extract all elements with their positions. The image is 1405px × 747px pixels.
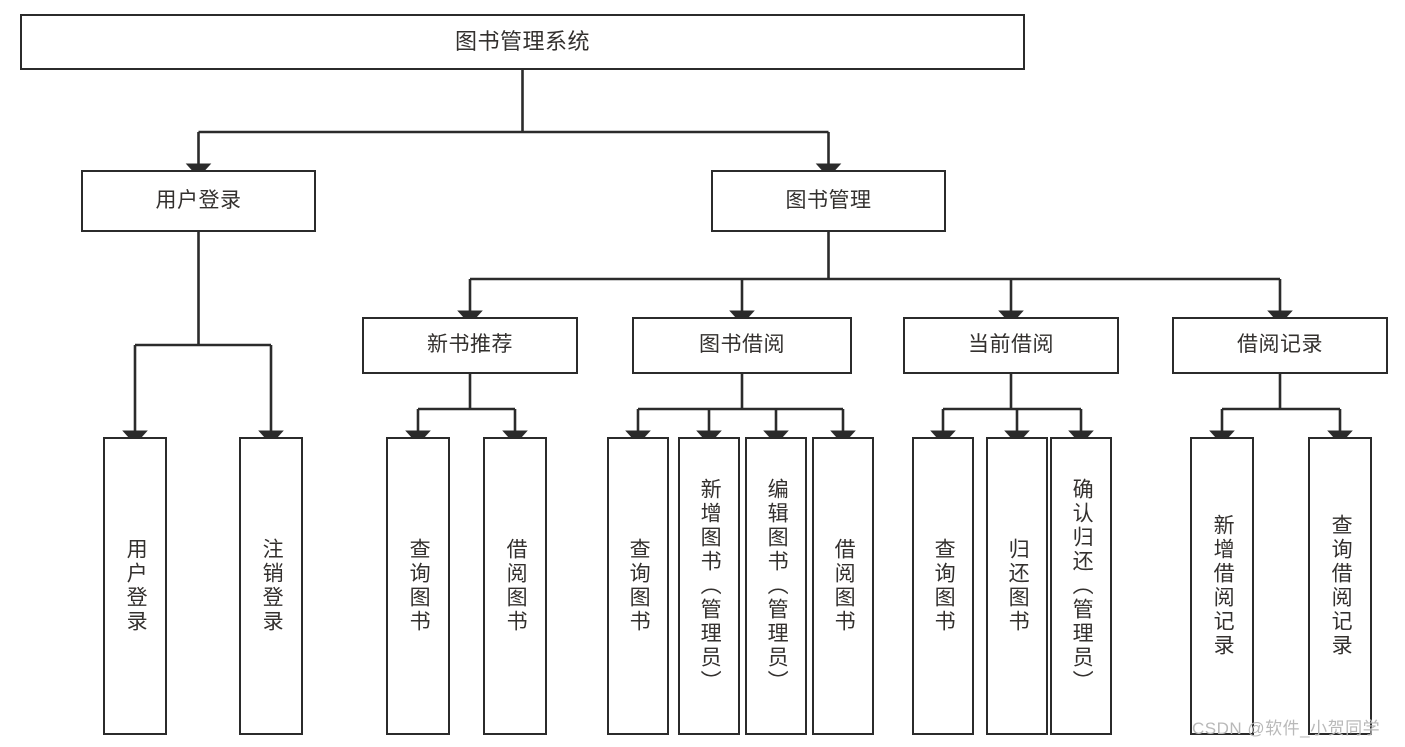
node-leaf-query-book-1[interactable]: 查询图书: [386, 437, 450, 735]
node-label: 用户登录: [124, 538, 148, 634]
node-book-borrow[interactable]: 图书借阅: [632, 317, 852, 374]
node-label: 借阅图书: [832, 538, 856, 634]
node-label: 查询图书: [932, 538, 956, 634]
node-label: 借阅记录: [1237, 333, 1323, 357]
node-leaf-return-book[interactable]: 归还图书: [986, 437, 1048, 735]
node-label: 归还图书: [1006, 538, 1030, 634]
node-label: 新增图书（管理员）: [698, 478, 722, 694]
node-leaf-borrow-book-2[interactable]: 借阅图书: [812, 437, 874, 735]
node-leaf-add-record[interactable]: 新增借阅记录: [1190, 437, 1254, 735]
node-borrow-record[interactable]: 借阅记录: [1172, 317, 1388, 374]
node-book-manage[interactable]: 图书管理: [711, 170, 946, 232]
node-root[interactable]: 图书管理系统: [20, 14, 1025, 70]
node-leaf-query-book-3[interactable]: 查询图书: [912, 437, 974, 735]
node-label: 编辑图书（管理员）: [765, 478, 789, 694]
node-leaf-user-login[interactable]: 用户登录: [103, 437, 167, 735]
node-user-login[interactable]: 用户登录: [81, 170, 316, 232]
node-label: 注销登录: [260, 538, 284, 634]
node-label: 新增借阅记录: [1211, 514, 1235, 658]
node-label: 图书管理系统: [454, 29, 590, 55]
node-label: 确认归还（管理员）: [1070, 478, 1094, 694]
node-label: 新书推荐: [427, 333, 513, 357]
node-leaf-confirm-return[interactable]: 确认归还（管理员）: [1050, 437, 1112, 735]
node-label: 用户登录: [155, 188, 242, 212]
node-label: 当前借阅: [968, 333, 1054, 357]
node-label: 图书管理: [785, 188, 872, 212]
node-current-borrow[interactable]: 当前借阅: [903, 317, 1119, 374]
node-leaf-edit-book[interactable]: 编辑图书（管理员）: [745, 437, 807, 735]
node-label: 查询借阅记录: [1329, 514, 1353, 658]
node-label: 借阅图书: [504, 538, 528, 634]
node-leaf-borrow-book-1[interactable]: 借阅图书: [483, 437, 547, 735]
csdn-watermark: CSDN @软件_小贺同学: [1192, 719, 1381, 738]
node-leaf-add-book[interactable]: 新增图书（管理员）: [678, 437, 740, 735]
node-new-book-recommend[interactable]: 新书推荐: [362, 317, 578, 374]
node-label: 图书借阅: [699, 333, 785, 357]
node-leaf-logout[interactable]: 注销登录: [239, 437, 303, 735]
node-label: 查询图书: [627, 538, 651, 634]
node-leaf-query-record[interactable]: 查询借阅记录: [1308, 437, 1372, 735]
node-leaf-query-book-2[interactable]: 查询图书: [607, 437, 669, 735]
node-label: 查询图书: [407, 538, 431, 634]
